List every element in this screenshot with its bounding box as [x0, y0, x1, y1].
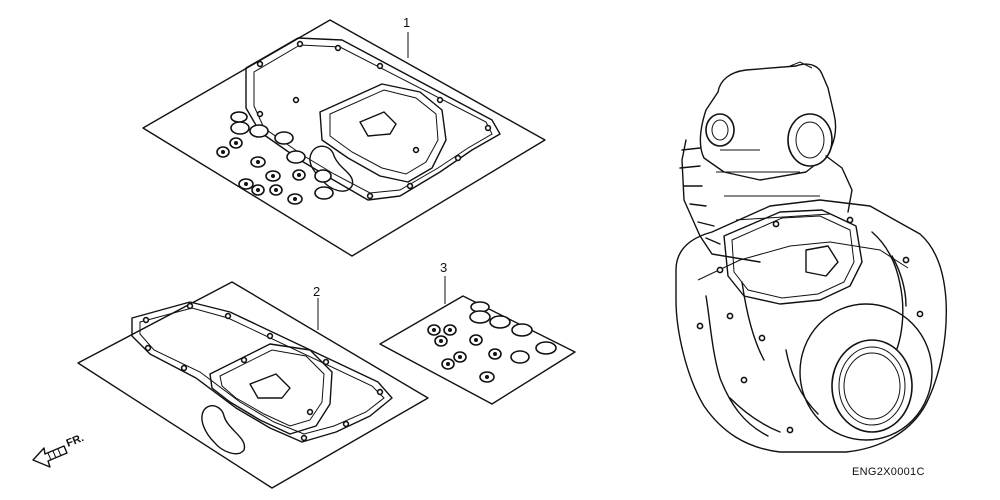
kit-2-inner-gasket — [209, 343, 333, 435]
kit-2-crankcase-gasket — [131, 301, 393, 443]
kit-1-o-rings — [216, 111, 334, 205]
callout-1: 1 — [403, 15, 410, 30]
front-direction-indicator: FR. — [32, 432, 86, 468]
kit-2-sheet — [77, 281, 429, 489]
gasket-kit-2: 2 — [77, 281, 429, 489]
callout-2: 2 — [313, 284, 320, 299]
callout-3: 3 — [440, 260, 447, 275]
front-direction-arrow-icon — [32, 445, 68, 468]
kit-3-sheet — [379, 295, 576, 405]
kit-1-crankcase-gasket — [245, 37, 501, 201]
front-direction-label: FR. — [65, 432, 86, 450]
gasket-kit-1: 1 — [142, 15, 546, 257]
diagram-code: ENG2X0001C — [852, 466, 925, 478]
gasket-kit-3: 3 — [379, 260, 576, 405]
engine-illustration — [675, 61, 948, 453]
kit-1-inner-gasket — [319, 83, 447, 183]
kit-3-o-rings — [427, 301, 557, 383]
